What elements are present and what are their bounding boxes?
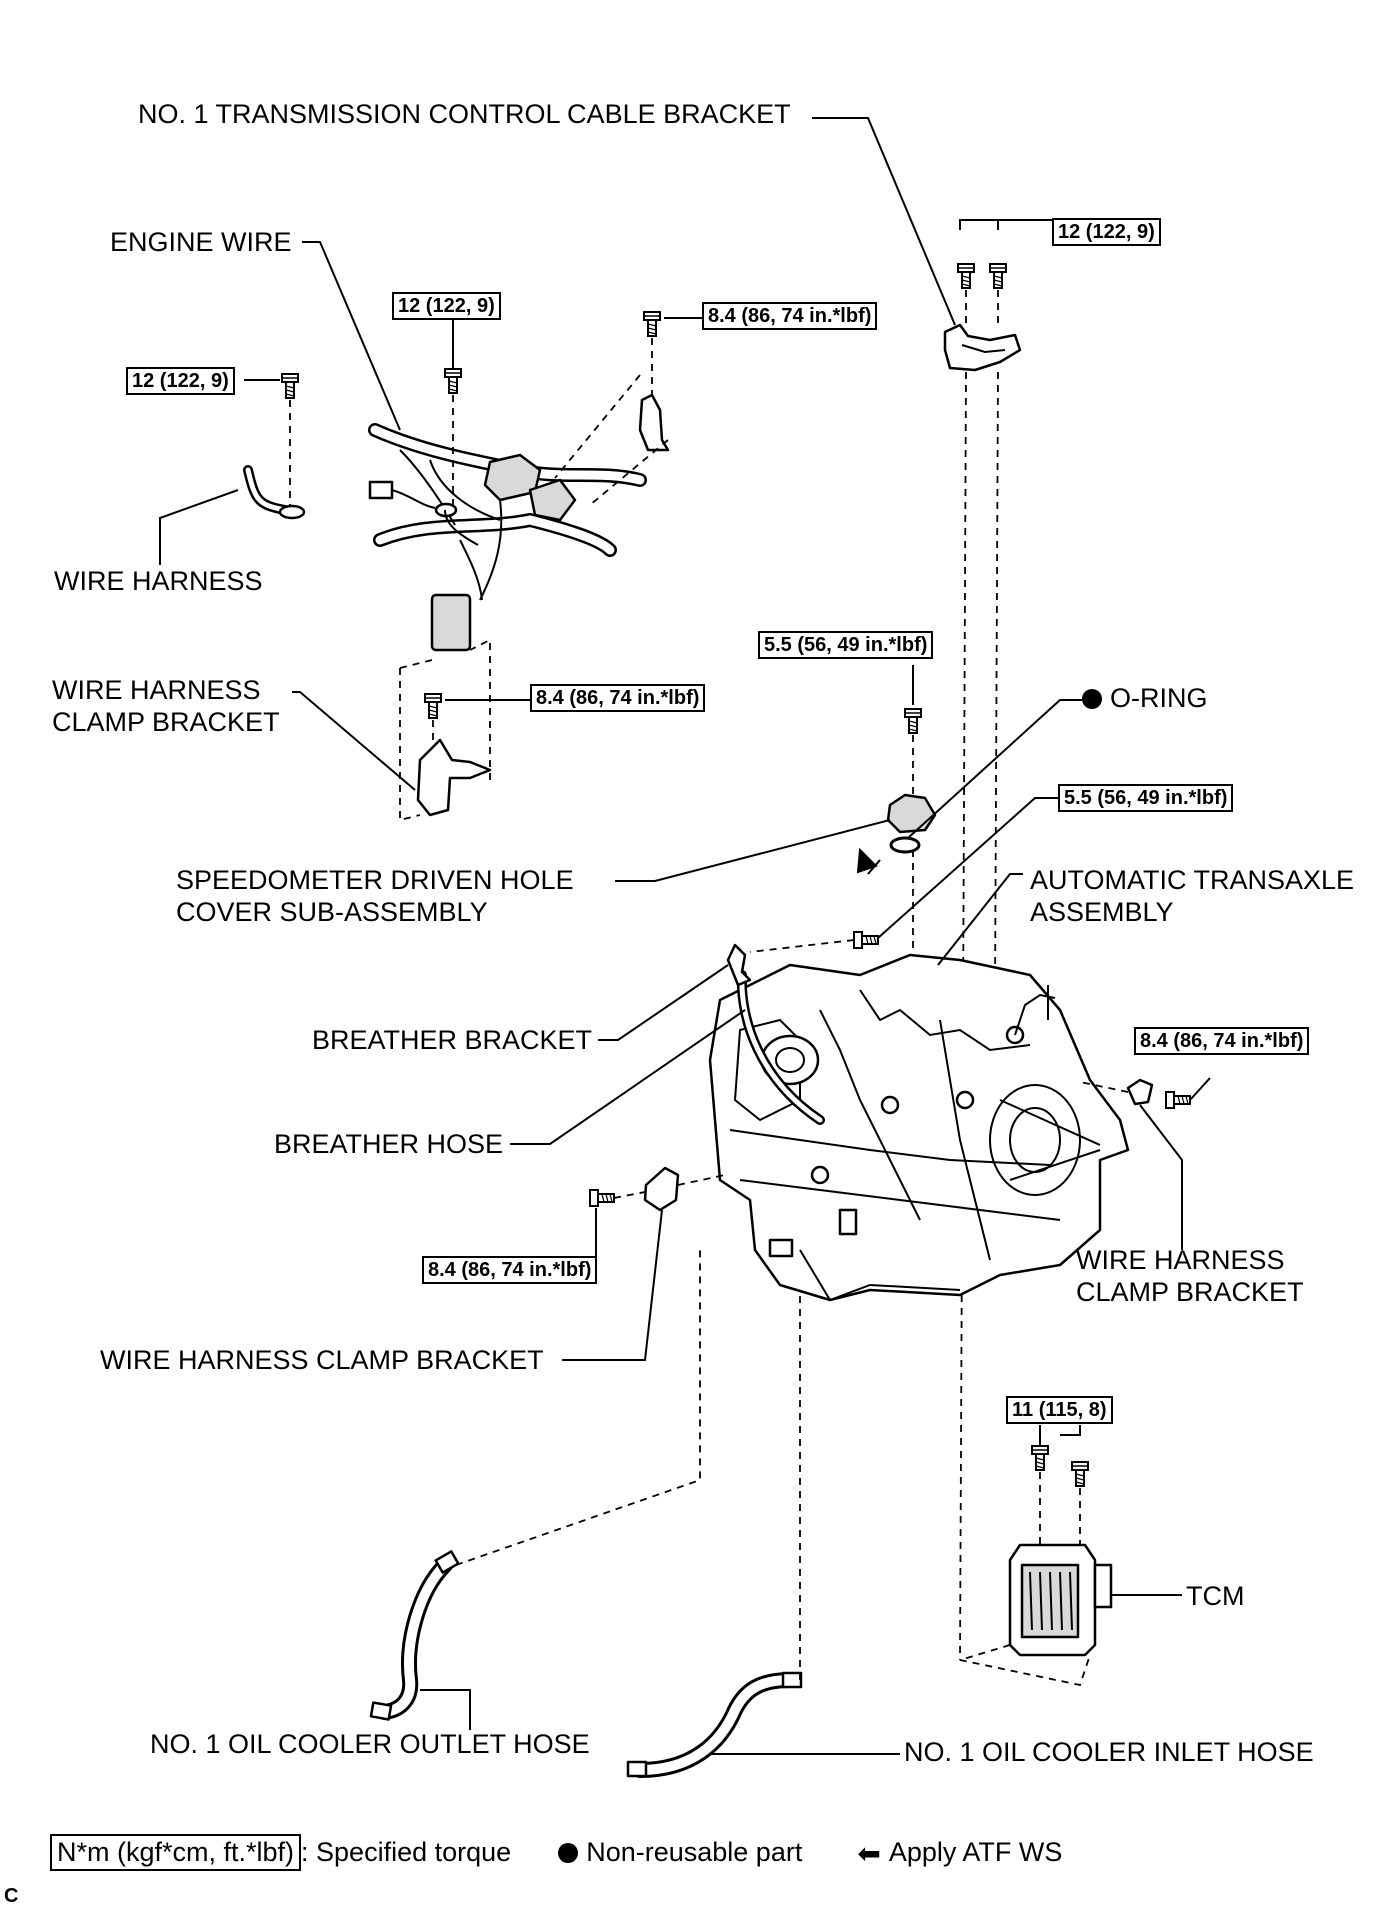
oil-cooler-outlet-hose <box>369 1245 701 1730</box>
label-wh-clamp-bottom: WIRE HARNESS CLAMP BRACKET <box>100 1345 544 1375</box>
breather-bolt <box>749 797 1066 953</box>
engine-wire-small-bracket <box>554 311 702 506</box>
label-wh-clamp-right-l1: WIRE HARNESS <box>1076 1245 1285 1275</box>
label-wh-clamp-bracket-l1: WIRE HARNESS <box>52 675 261 705</box>
torque-bracket-top: 12 (122, 9) <box>1052 218 1161 246</box>
label-speedo-l2: COVER SUB-ASSEMBLY <box>176 897 488 927</box>
label-wire-harness: WIRE HARNESS <box>54 566 263 596</box>
torque-engine-wire: 12 (122, 9) <box>392 292 501 320</box>
legend-torque-text: : Specified torque <box>301 1837 512 1867</box>
torque-left-clamp: 8.4 (86, 74 in.*lbf) <box>422 1256 598 1284</box>
oil-cooler-inlet-hose <box>626 1290 900 1778</box>
label-outlet-hose: NO. 1 OIL COOLER OUTLET HOSE <box>150 1729 590 1759</box>
engine-wire-harness <box>368 423 647 652</box>
wire-harness-clamp-bracket-left <box>292 638 530 822</box>
transmission-control-cable-bracket <box>812 117 1052 1661</box>
nonreusable-dot-icon <box>1082 689 1102 709</box>
label-tc-cable-bracket: NO. 1 TRANSMISSION CONTROL CABLE BRACKET <box>138 99 791 129</box>
label-breather-bracket: BREATHER BRACKET <box>312 1025 593 1055</box>
wire-harness-left <box>159 373 306 565</box>
torque-right-clamp: 8.4 (86, 74 in.*lbf) <box>1134 1027 1310 1055</box>
torque-wire-harness: 12 (122, 9) <box>126 367 235 395</box>
automatic-transaxle-assembly <box>708 873 1130 1302</box>
torque-tcm-bolts: 11 (115, 8) <box>1006 1396 1113 1424</box>
speedometer-driven-hole-cover <box>615 665 1082 985</box>
torque-engine-bracket: 8.4 (86, 74 in.*lbf) <box>702 302 878 330</box>
label-engine-wire: ENGINE WIRE <box>110 227 292 257</box>
torque-clamp-bracket: 8.4 (86, 74 in.*lbf) <box>530 684 706 712</box>
legend: N*m (kgf*cm, ft.*lbf): Specified torque … <box>50 1834 1062 1871</box>
breather-hose <box>510 943 825 1145</box>
torque-breather-bolt: 5.5 (56, 49 in.*lbf) <box>1058 784 1234 812</box>
tcm <box>959 1425 1182 1687</box>
figure-code: C <box>4 1885 19 1907</box>
left-arrow-icon: ⬅ <box>857 1837 881 1870</box>
wire-harness-clamp-bracket-bottom <box>562 1166 726 1361</box>
legend-dot-icon <box>558 1843 579 1863</box>
label-transaxle-l2: ASSEMBLY <box>1030 897 1174 927</box>
label-wh-clamp-right-l2: CLAMP BRACKET <box>1076 1277 1304 1307</box>
label-transaxle-l1: AUTOMATIC TRANSAXLE <box>1030 865 1355 895</box>
engine-wire-bolt <box>302 241 462 505</box>
torque-speedo-bolt: 5.5 (56, 49 in.*lbf) <box>758 631 934 659</box>
label-inlet-hose: NO. 1 OIL COOLER INLET HOSE <box>904 1737 1314 1767</box>
label-speedo-l1: SPEEDOMETER DRIVEN HOLE <box>176 865 574 895</box>
label-breather-hose: BREATHER HOSE <box>274 1129 504 1159</box>
label-o-ring-text: O-RING <box>1110 683 1208 713</box>
legend-atf-text: Apply ATF WS <box>888 1837 1063 1867</box>
label-o-ring: O-RING <box>1082 682 1208 715</box>
legend-nonreusable-text: Non-reusable part <box>586 1837 803 1867</box>
legend-torque-box: N*m (kgf*cm, ft.*lbf) <box>50 1834 302 1871</box>
wire-harness-clamp-bracket-right <box>1079 1077 1211 1250</box>
label-tcm: TCM <box>1186 1581 1245 1611</box>
label-wh-clamp-bracket-l2: CLAMP BRACKET <box>52 707 280 737</box>
